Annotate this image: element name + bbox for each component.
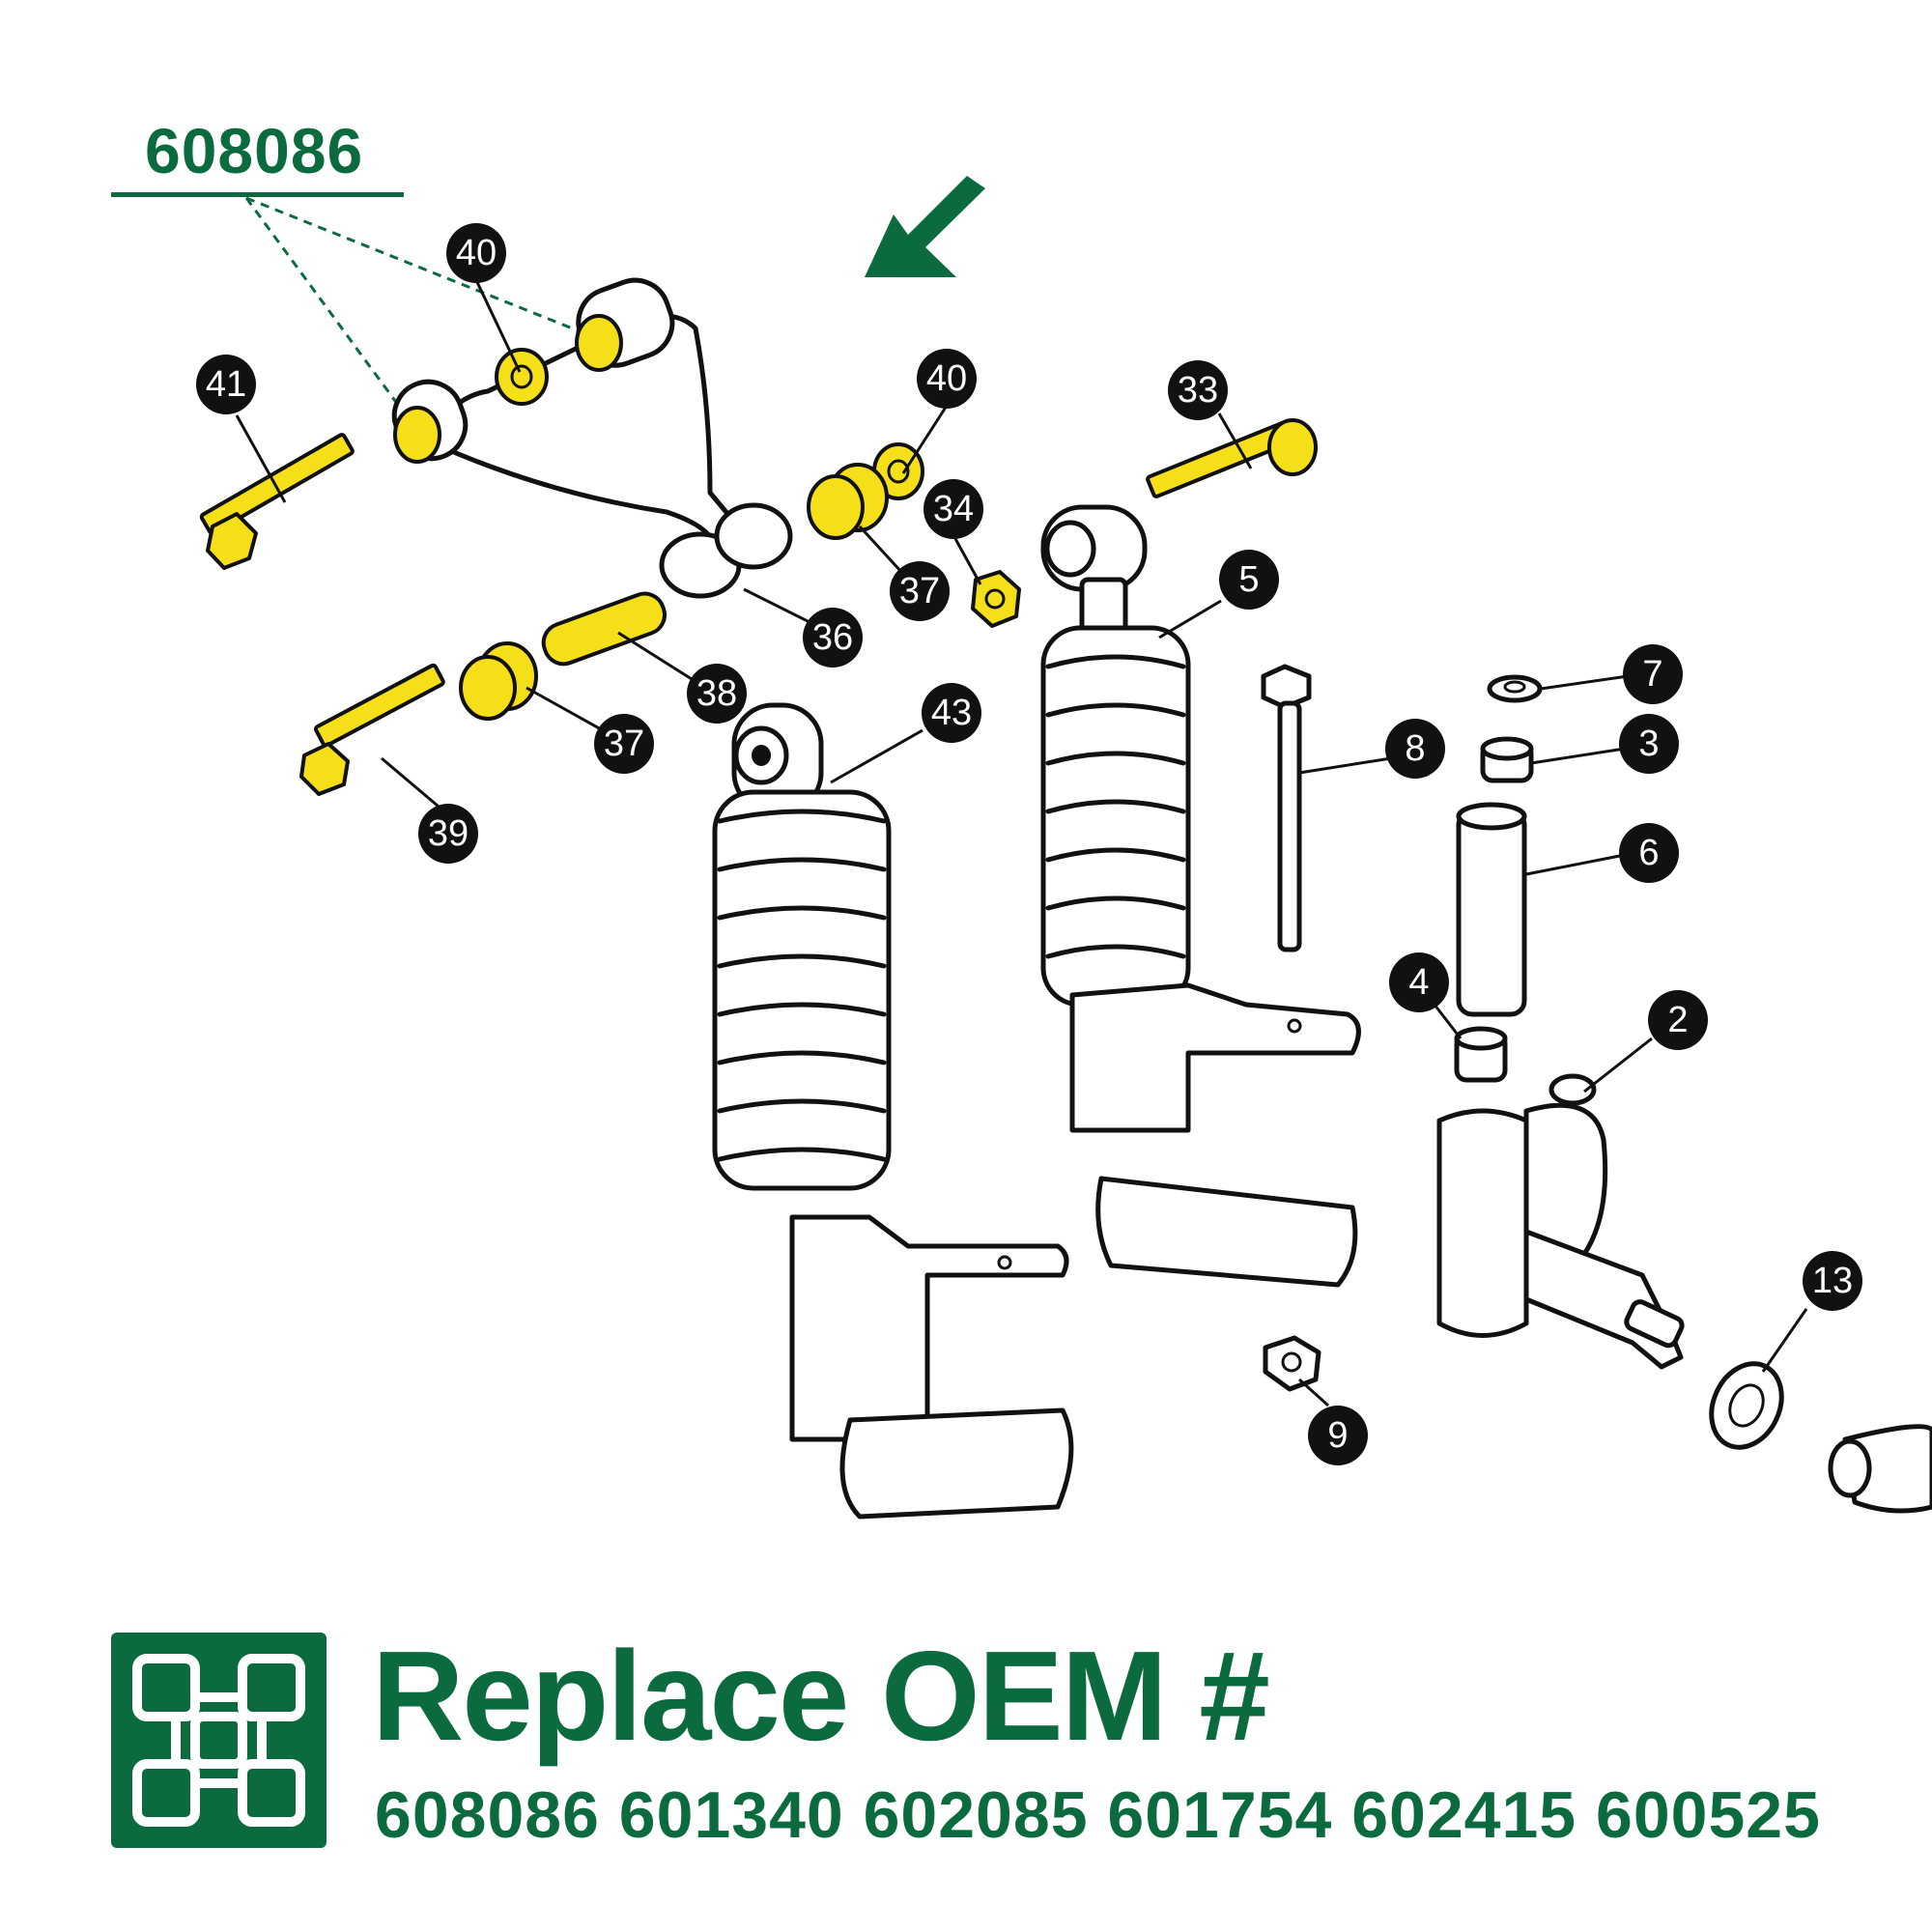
svg-text:36: 36 bbox=[812, 617, 853, 658]
nut-40-top bbox=[495, 348, 549, 406]
svg-text:4: 4 bbox=[1408, 962, 1429, 1003]
svg-text:3: 3 bbox=[1638, 724, 1659, 764]
callout-33: 33 bbox=[1168, 360, 1228, 420]
spindle-2 bbox=[1436, 1073, 1685, 1370]
bolt-41 bbox=[199, 433, 355, 570]
bolt-8 bbox=[1261, 664, 1312, 952]
shock-absorber-5 bbox=[1040, 504, 1361, 1288]
svg-text:41: 41 bbox=[206, 364, 246, 405]
svg-text:43: 43 bbox=[931, 693, 972, 733]
callout-37-upper: 37 bbox=[890, 561, 950, 621]
svg-text:37: 37 bbox=[604, 724, 644, 764]
callout-5: 5 bbox=[1219, 550, 1279, 610]
callout-37-lower: 37 bbox=[594, 714, 654, 774]
direction-arrow-icon bbox=[865, 176, 985, 277]
callout-2: 2 bbox=[1648, 990, 1708, 1050]
svg-text:40: 40 bbox=[926, 358, 967, 399]
nut-9 bbox=[1263, 1335, 1321, 1392]
svg-text:7: 7 bbox=[1642, 654, 1662, 695]
svg-text:9: 9 bbox=[1327, 1415, 1348, 1456]
oem-number-list: 608086 601340 602085 601754 602415 60052… bbox=[375, 1778, 1821, 1852]
svg-text:39: 39 bbox=[428, 813, 469, 854]
washer-7 bbox=[1487, 674, 1543, 703]
sleeve-38 bbox=[541, 591, 667, 667]
a-arm bbox=[391, 277, 793, 599]
spacer-4 bbox=[1454, 1026, 1508, 1083]
callout-38: 38 bbox=[687, 664, 747, 724]
bearing-13 bbox=[1709, 1361, 1784, 1450]
svg-text:33: 33 bbox=[1178, 370, 1218, 411]
callout-6: 6 bbox=[1619, 823, 1679, 883]
svg-text:2: 2 bbox=[1667, 1000, 1688, 1040]
callout-3: 3 bbox=[1619, 714, 1679, 774]
svg-text:6: 6 bbox=[1638, 833, 1659, 873]
green-square-logo-icon bbox=[111, 1633, 327, 1848]
kit-leader-lines bbox=[244, 196, 585, 416]
svg-text:13: 13 bbox=[1812, 1261, 1853, 1301]
partial-part-right-edge bbox=[1828, 1424, 1932, 1514]
callout-36: 36 bbox=[803, 608, 863, 668]
callout-8: 8 bbox=[1385, 719, 1445, 779]
svg-text:5: 5 bbox=[1238, 559, 1259, 600]
svg-text:34: 34 bbox=[933, 489, 974, 529]
callout-40-right: 40 bbox=[917, 349, 977, 409]
svg-text:38: 38 bbox=[696, 673, 737, 714]
callout-34: 34 bbox=[923, 479, 983, 539]
bolt-33 bbox=[1146, 418, 1318, 498]
svg-text:40: 40 bbox=[456, 233, 497, 273]
callout-7: 7 bbox=[1623, 644, 1683, 704]
bushing-37-lower bbox=[459, 641, 538, 721]
callout-4: 4 bbox=[1389, 952, 1449, 1012]
callout-43: 43 bbox=[922, 683, 981, 743]
sleeve-6 bbox=[1456, 802, 1527, 1017]
bolt-39 bbox=[299, 663, 445, 796]
shock-absorber-43 bbox=[712, 702, 1074, 1520]
bushing-3 bbox=[1480, 736, 1534, 783]
callout-41: 41 bbox=[196, 355, 256, 414]
kit-part-number: 608086 bbox=[145, 115, 364, 186]
svg-text:8: 8 bbox=[1405, 728, 1425, 769]
callout-40-top: 40 bbox=[446, 223, 506, 283]
callout-9: 9 bbox=[1308, 1406, 1368, 1465]
bushing-37-upper bbox=[807, 463, 889, 540]
nut-34 bbox=[971, 570, 1021, 628]
callout-13: 13 bbox=[1803, 1251, 1862, 1311]
callout-39: 39 bbox=[418, 804, 478, 864]
replace-oem-title: Replace OEM # bbox=[372, 1625, 1270, 1767]
svg-text:37: 37 bbox=[899, 571, 940, 611]
kit-number-underline bbox=[111, 192, 404, 197]
